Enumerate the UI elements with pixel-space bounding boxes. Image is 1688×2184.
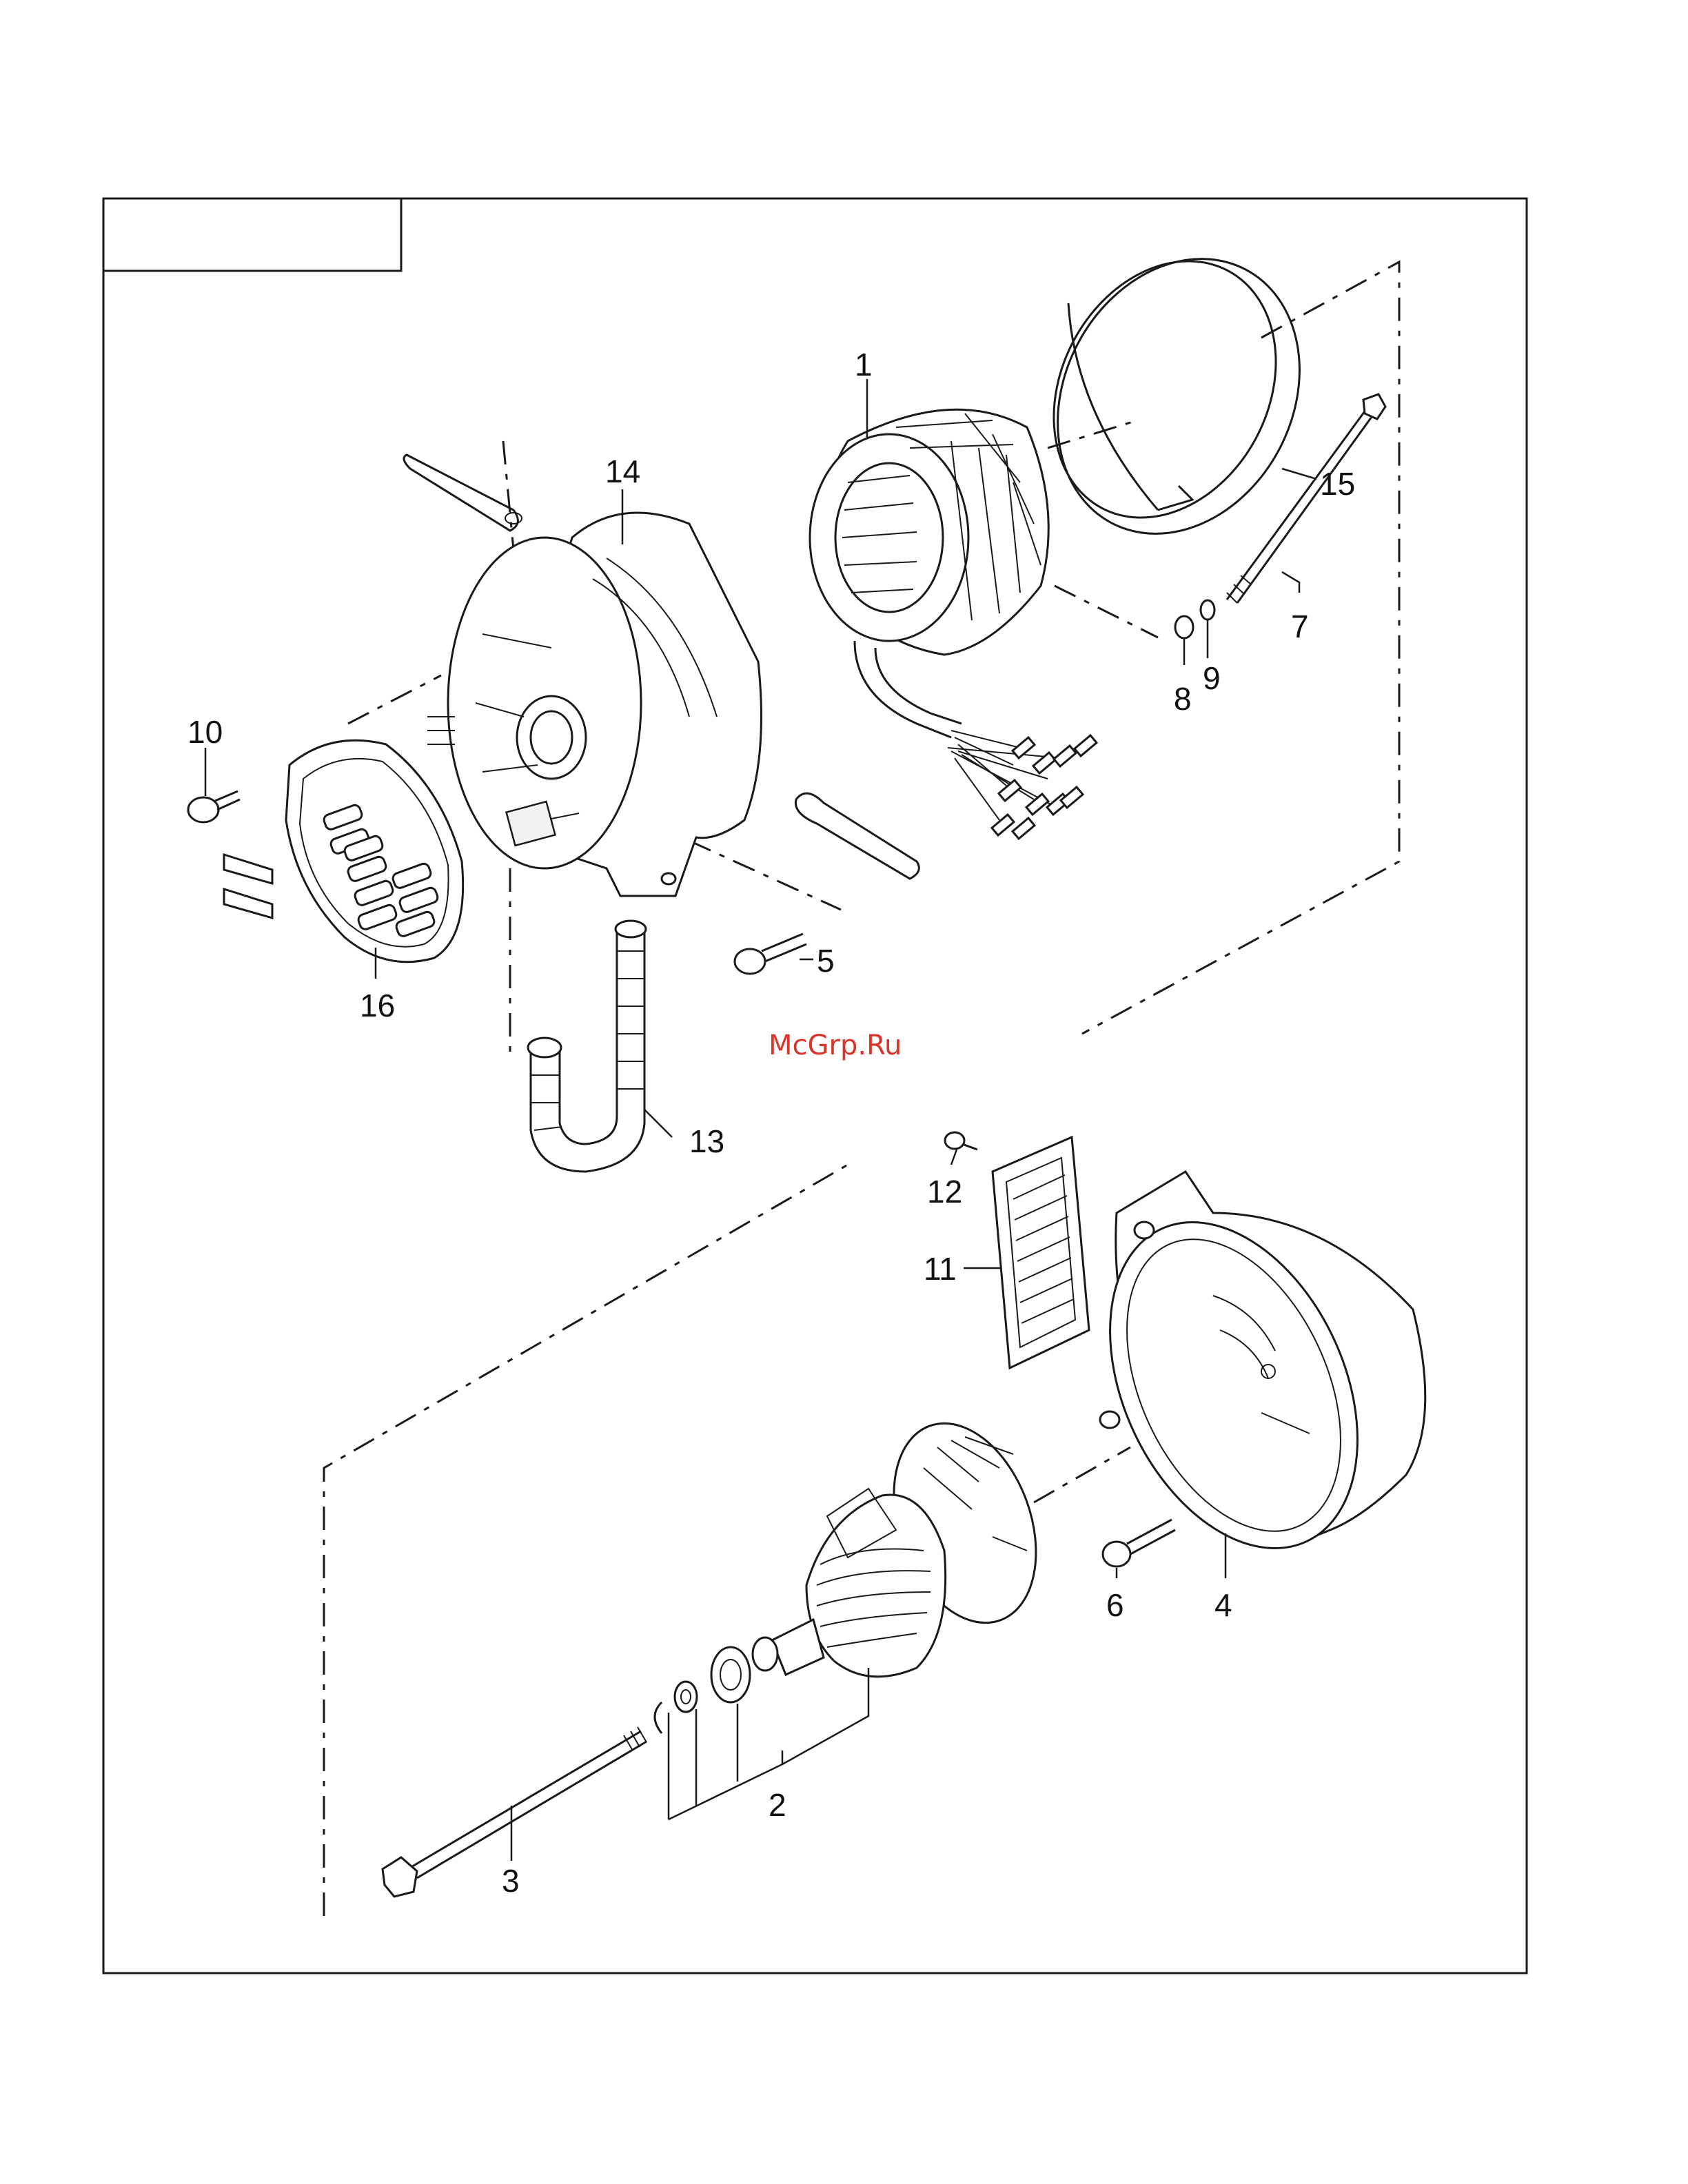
part-label-3: 3 <box>502 1863 520 1899</box>
cable-strap-lower <box>795 793 919 879</box>
part-label-13: 13 <box>689 1123 724 1159</box>
diagram-frame <box>103 198 1527 1973</box>
strap-eyelet-upper <box>505 513 522 524</box>
rear-housing-part-14 <box>427 513 762 896</box>
stator-part-1 <box>810 409 1048 655</box>
part-label-12: 12 <box>927 1174 962 1210</box>
screw-part-10 <box>188 791 240 822</box>
part-label-6: 6 <box>1106 1587 1124 1623</box>
part-label-1: 1 <box>855 347 873 382</box>
part-label-7: 7 <box>1291 609 1309 644</box>
long-bolt-part-7 <box>1227 394 1385 603</box>
part-label-16: 16 <box>360 988 395 1023</box>
end-cover-part-16 <box>224 740 463 961</box>
bolt-part-6 <box>1103 1520 1175 1566</box>
part-label-11: 11 <box>924 1251 957 1287</box>
part-label-14: 14 <box>605 453 640 489</box>
hose-part-13 <box>528 921 646 1172</box>
part-label-4: 4 <box>1214 1587 1232 1623</box>
title-box <box>103 198 401 271</box>
part-label-2: 2 <box>769 1787 786 1823</box>
washer-part-8 <box>1175 616 1193 638</box>
stator-lead-wires <box>855 641 1097 839</box>
part-label-8: 8 <box>1174 681 1192 717</box>
screw-part-12 <box>945 1132 977 1150</box>
part-label-9: 9 <box>1203 660 1221 696</box>
cable-strap-upper <box>404 455 518 531</box>
part-label-10: 10 <box>187 714 223 750</box>
lock-washer-part-9 <box>1201 600 1214 620</box>
part-label-5: 5 <box>817 943 835 979</box>
bolt-part-5 <box>735 934 806 974</box>
air-filter-part-11 <box>993 1137 1089 1368</box>
fan-housing-part-4 <box>1061 1172 1425 1588</box>
watermark-text: McGrp.Ru <box>769 1030 902 1061</box>
rotor-assembly <box>753 1404 1062 1677</box>
part-label-15: 15 <box>1320 466 1355 502</box>
